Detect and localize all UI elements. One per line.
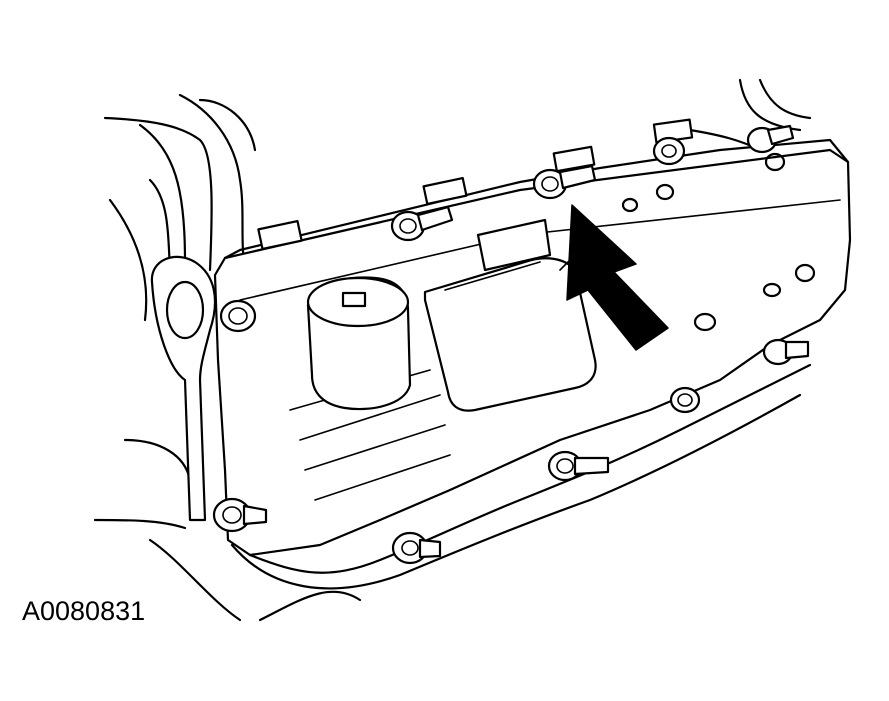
bolt-bottom-4 <box>762 338 810 366</box>
background-hoses <box>93 78 812 622</box>
lifting-eye <box>150 255 217 522</box>
coil-pack <box>423 218 597 412</box>
bolt-top-2 <box>532 164 597 200</box>
bolt-bottom-3 <box>669 386 701 414</box>
bolt-bottom-1 <box>391 531 442 565</box>
bolt-left-lower <box>212 497 268 533</box>
oil-filler-cap <box>306 276 412 411</box>
bolt-bottom-2 <box>547 450 610 482</box>
bolt-top-1 <box>390 205 454 242</box>
bolt-top-3 <box>652 136 686 166</box>
bolt-left-upper <box>219 299 257 333</box>
direction-arrow <box>566 204 669 351</box>
bolts <box>212 124 810 565</box>
figure-id-label: A0080831 <box>22 596 146 626</box>
bolt-top-4 <box>746 124 795 154</box>
